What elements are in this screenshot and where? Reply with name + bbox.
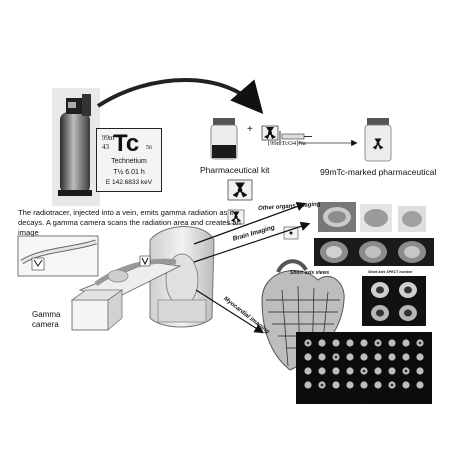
myocardial-imaging-arrow [195,289,265,334]
injected-arm-icon [17,235,99,277]
plus-sign: + [247,124,253,135]
element-symbol: Tc [113,130,140,157]
pharmaceutical-kit-label: Pharmaceutical kit [200,165,270,175]
short-axis-views-label: Short axis views [290,270,330,276]
generator-to-kit-arrow [96,78,264,115]
pertechnetate-formula: [99mTcO4]Na [268,140,306,147]
spect-images-label: Short axis SPECT nuclear images [340,346,398,350]
radioactive-box-icon [261,125,279,141]
bike-location-label: Bike location [346,401,369,405]
radiotracer-description: The radiotracer, injected into a vein, e… [18,208,241,237]
element-name: Technetium [111,158,147,165]
short-axis-view-images [362,276,426,326]
marked-pharmaceutical-vial-icon [364,118,392,162]
technetium-element-card: 99m 43 Tc 56 Technetium T½ 6.01 h E 142.… [96,128,162,192]
marked-pharmaceutical-label: 99mTc-marked pharmaceutical [320,167,437,177]
neutron-number: 56 [146,145,152,151]
radiation-symbol-small-icon [227,209,245,225]
pharmaceutical-kit-vial-icon [210,118,238,160]
brain-scan-images [314,238,434,266]
radiation-symbol-icon [227,179,253,201]
short-axis-spect-label: Short axis SPECT nuclear [368,270,413,274]
radiation-symbol-brain-icon [283,226,299,240]
mass-number: 99m [102,134,115,142]
gamma-camera-label: Gamma camera [32,310,61,329]
gamma-camera-scanner [70,226,215,331]
brain-imaging-arrow [193,221,311,263]
atomic-number: 43 [102,143,109,151]
gamma-energy: E 142.6833 keV [105,179,153,186]
organ-scan-images [318,202,426,232]
other-organs-arrow [193,201,307,245]
syringe-icon [279,131,312,142]
half-life: T½ 6.01 h [113,169,145,176]
spect-image-grid [296,332,432,404]
technetium-generator-icon [52,88,100,206]
